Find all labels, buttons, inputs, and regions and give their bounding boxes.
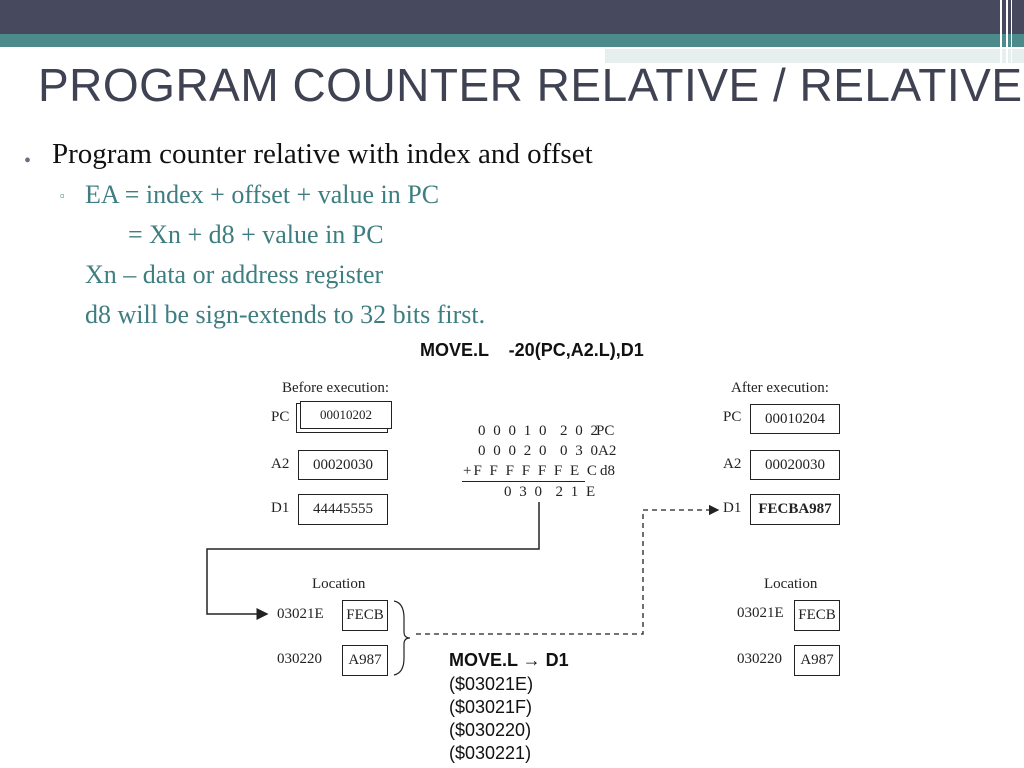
after-pc-value: 00010204	[750, 404, 840, 434]
bullet-main-text: Program counter relative with index and …	[52, 138, 593, 170]
memory-brace	[393, 600, 411, 676]
before-d1-label: D1	[271, 500, 290, 516]
sub-line-4: d8 will be sign-extends to 32 bits first…	[85, 300, 486, 329]
move-block-line-5: ($030221)	[449, 743, 532, 763]
right-mem-val-1: FECB	[794, 600, 840, 631]
left-mem-val-2: A987	[342, 645, 388, 676]
before-a2-value: 00020030	[298, 450, 388, 480]
after-d1-label: D1	[723, 500, 742, 516]
move-block-line-2: ($03021E)	[449, 674, 534, 694]
move-block-line-4: ($030220)	[449, 720, 532, 740]
after-d1-value: FECBA987	[750, 494, 840, 525]
after-a2-value: 00020030	[750, 450, 840, 480]
before-pc-value: 00010202	[300, 401, 392, 429]
right-mem-val-2: A987	[794, 645, 840, 676]
calc-row-2: 0 0 0 2 0 0 3 0	[478, 443, 600, 459]
left-location-header: Location	[312, 576, 366, 592]
calc-result: 0 3 0 2 1 E	[504, 484, 598, 500]
calc-sum-line	[462, 481, 585, 482]
header-accent-line	[605, 47, 1024, 63]
sub-bullet-square-icon: ▫	[60, 188, 65, 203]
header-accent-band	[0, 34, 1024, 47]
calc-row-1: 0 0 0 1 0 2 0 2	[478, 423, 600, 439]
result-dashed-arrow	[416, 504, 720, 635]
after-execution-label: After execution:	[731, 380, 829, 396]
effective-address-arrow	[206, 502, 540, 620]
before-execution-label: Before execution:	[282, 380, 390, 396]
sub-line-2: = Xn + d8 + value in PC	[128, 220, 384, 249]
instruction-text: MOVE.L -20(PC,A2.L),D1	[420, 340, 644, 360]
calc-row-3-label: d8	[600, 463, 615, 479]
before-pc-label: PC	[271, 409, 290, 425]
calc-row-2-label: A2	[598, 443, 617, 459]
move-block-line-1: MOVE.L → D1	[449, 650, 569, 670]
left-addr-2: 030220	[277, 651, 322, 667]
after-pc-label: PC	[723, 409, 742, 425]
header-stripes	[994, 0, 1024, 70]
before-a2-label: A2	[271, 456, 290, 472]
right-location-header: Location	[764, 576, 818, 592]
left-mem-val-1: FECB	[342, 600, 388, 631]
calc-row-3: +F F F F F F E C	[463, 463, 599, 479]
after-a2-label: A2	[723, 456, 742, 472]
left-addr-1: 03021E	[277, 606, 324, 622]
sub-line-3: Xn – data or address register	[85, 260, 384, 289]
right-addr-2: 030220	[737, 651, 782, 667]
calc-row-1-label: PC	[596, 423, 615, 439]
sub-line-1: EA = index + offset + value in PC	[85, 180, 440, 209]
move-block-line-3: ($03021F)	[449, 697, 533, 717]
slide-title: PROGRAM COUNTER RELATIVE / RELATIVE	[38, 59, 1023, 111]
bullet-dot-icon: •	[24, 150, 32, 172]
before-d1-value: 44445555	[298, 494, 388, 525]
right-addr-1: 03021E	[737, 605, 784, 621]
header-bar	[0, 0, 1024, 34]
